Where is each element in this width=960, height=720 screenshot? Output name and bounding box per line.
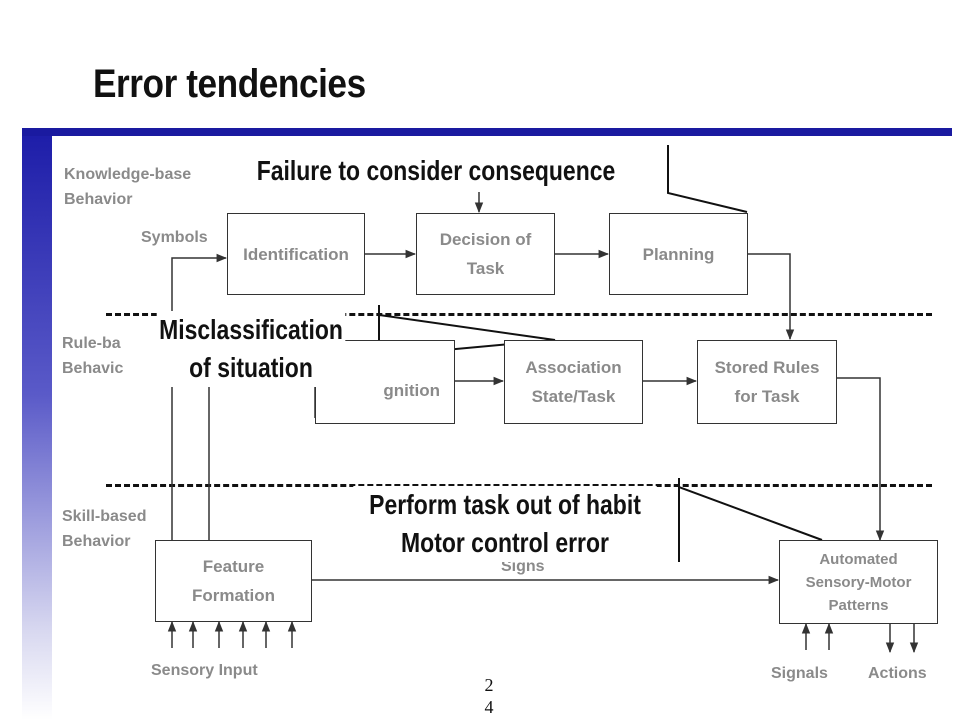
misclassification-callout: Misclassification of situation [156, 311, 346, 387]
rule-level-label: Rule-ba Behavic [62, 335, 124, 377]
signals-label: Signals [771, 665, 828, 682]
recognition-text: gnition [383, 381, 440, 400]
planning-text: Planning [642, 244, 715, 264]
sensory-input-label: Sensory Input [151, 662, 258, 679]
decision-text: Decision of Task [439, 230, 532, 278]
failure-consequence-callout: Failure to consider consequence [243, 152, 629, 190]
decision-box: Decision of Task [416, 213, 555, 295]
stored-rules-box: Stored Rules for Task [697, 340, 837, 424]
sensory-line-1 [171, 253, 228, 540]
planning-box: Planning [609, 213, 748, 295]
misclassification-pointer [378, 305, 556, 358]
association-text: Association State/Task [525, 358, 622, 406]
automated-patterns-text: Automated Sensory-Motor Patterns [805, 550, 912, 614]
association-box: Association State/Task [504, 340, 643, 424]
identification-box: Identification [227, 213, 365, 295]
stored-rules-text: Stored Rules for Task [714, 358, 820, 406]
skill-level-divider [106, 484, 932, 487]
habit-pointer [678, 478, 823, 562]
actions-label: Actions [868, 665, 927, 682]
knowledge-level-label: Knowledge-base Behavior [64, 166, 192, 208]
automated-patterns-box: Automated Sensory-Motor Patterns [779, 540, 938, 624]
consequence-pointer [667, 145, 748, 213]
identification-text: Identification [243, 244, 349, 264]
rule-level-divider [106, 313, 932, 316]
slide-sidebar-gradient [22, 128, 52, 720]
slide-top-bar [22, 128, 952, 136]
feature-formation-box: Feature Formation [155, 540, 312, 622]
symbols-label: Symbols [141, 229, 208, 246]
signs-label: Signs [501, 558, 545, 575]
page-number: 2 4 [484, 675, 494, 717]
feature-formation-text: Feature Formation [191, 557, 276, 605]
skill-level-label: Skill-based Behavior [62, 508, 147, 550]
habit-motor-error-callout: Perform task out of habit Motor control … [353, 486, 657, 562]
slide-title: Error tendencies [93, 62, 366, 106]
